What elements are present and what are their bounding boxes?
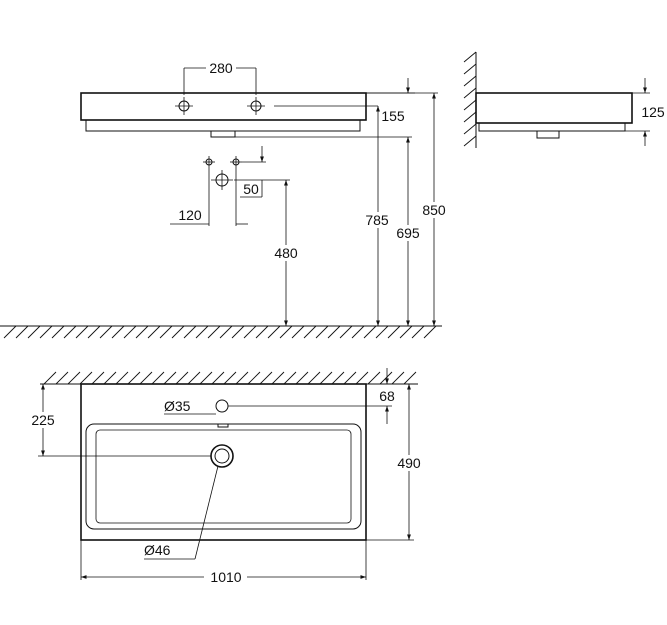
overflow-slot <box>217 423 229 428</box>
dim-tap-diameter: Ø35 <box>164 398 216 415</box>
dim-drain-diameter: Ø46 <box>144 465 219 560</box>
dim-depth-label-bg <box>396 455 422 471</box>
wall-hatch-side <box>463 51 477 148</box>
dim-overall-height: 850 <box>366 92 447 326</box>
dim-top-to-tap-label-bg <box>380 108 406 124</box>
dim-supply-height-label-bg <box>273 245 299 261</box>
tap-hole-right-icon <box>247 97 265 115</box>
wall-hatch-plan <box>40 371 418 385</box>
dim-drain-from-wall-label: 225 <box>31 412 55 428</box>
dim-width-label: 1010 <box>210 569 241 585</box>
plan-view: 68 Ø35 225 490 Ø46 <box>30 368 422 585</box>
dim-drain-from-wall: 225 <box>30 384 211 457</box>
dim-depth-label: 490 <box>397 455 421 471</box>
drain-stub-side <box>536 130 560 139</box>
dim-rim-to-floor-label: 785 <box>365 212 389 228</box>
dim-tap-spacing: 280 <box>183 60 257 95</box>
dim-depth: 490 <box>366 384 422 541</box>
dim-drain-from-wall-label-bg <box>30 412 56 428</box>
drain-stub-front <box>210 130 236 138</box>
dim-drain-diameter-label: Ø46 <box>144 542 171 558</box>
dim-rim-to-floor-label-bg <box>364 212 390 228</box>
dim-wall-view-height-label-bg <box>640 104 666 120</box>
front-elevation: 280 155 785 695 850 <box>0 60 447 339</box>
dim-top-to-tap-label: 155 <box>381 108 405 124</box>
supply-point-left-icon <box>203 156 215 168</box>
dim-wall-view-height: 125 <box>625 78 666 146</box>
dim-wall-view-height-label: 125 <box>641 104 665 120</box>
basin-side-lip <box>478 123 626 132</box>
dim-supply-height-label: 480 <box>274 245 298 261</box>
dim-supply-height: 480 <box>273 180 299 326</box>
drain-outlet-icon <box>211 170 233 190</box>
dim-underside-to-floor: 695 <box>235 136 421 326</box>
dim-tap-diameter-label: Ø35 <box>164 398 191 414</box>
basin-front-body <box>80 92 367 121</box>
dim-supply-spacing: 120 <box>170 168 248 226</box>
basin-plan-bowl <box>85 423 362 530</box>
dim-overall-height-label: 850 <box>422 202 446 218</box>
supply-point-right-icon <box>230 156 242 168</box>
dim-underside-to-floor-label-bg <box>395 225 421 241</box>
dim-underside-to-floor-label: 695 <box>396 225 420 241</box>
tap-hole-left-icon <box>175 97 193 115</box>
basin-plan-outline <box>80 383 367 541</box>
dim-supply-drop: 50 <box>234 146 290 198</box>
dim-supply-drop-label: 50 <box>243 181 259 197</box>
dim-tap-from-wall-label-bg <box>378 388 396 404</box>
dim-overall-height-label-bg <box>421 202 447 218</box>
dim-tap-spacing-label: 280 <box>209 60 233 76</box>
dim-supply-spacing-label: 120 <box>178 207 202 223</box>
basin-underside-lip <box>85 120 361 132</box>
floor-hatch <box>0 325 442 339</box>
drain-plan-icon <box>210 444 234 468</box>
basin-side-body <box>475 92 633 124</box>
dim-tap-from-wall: 68 <box>228 368 396 424</box>
dim-tap-from-wall-label: 68 <box>379 388 395 404</box>
side-elevation: 125 <box>463 51 666 148</box>
basin-plan-bowl-inner <box>95 429 352 524</box>
tap-hole-plan-icon <box>215 399 229 413</box>
dim-width: 1010 <box>80 540 367 585</box>
